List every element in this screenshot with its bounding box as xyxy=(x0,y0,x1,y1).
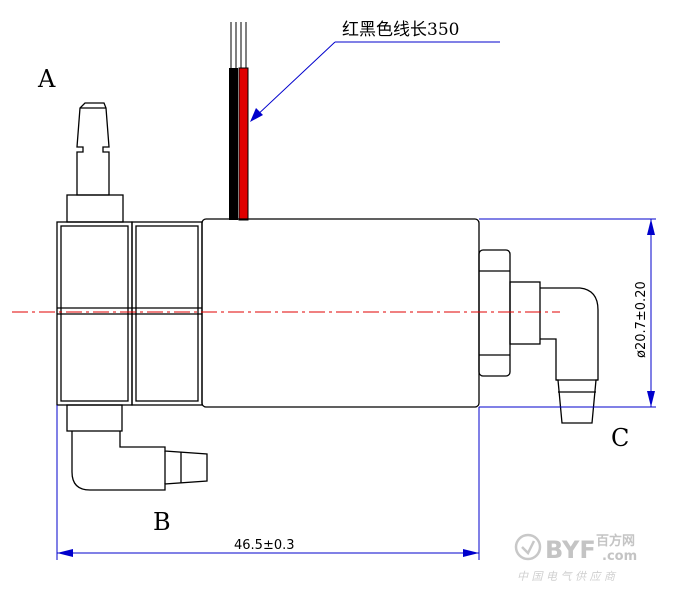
watermark-brand-cn: 百方网 xyxy=(596,533,635,549)
port-c-label: C xyxy=(611,424,629,452)
port-a-label: A xyxy=(37,65,56,93)
watermark-logo-icon xyxy=(514,533,542,561)
watermark-tagline: 中 国 电 气 供 应 商 xyxy=(517,570,617,583)
watermark-brand: BYF xyxy=(545,536,596,564)
valve-body-left xyxy=(56,221,203,406)
wire-note: 红黑色线长350 xyxy=(342,20,459,40)
diameter-dimension xyxy=(479,218,656,408)
wire-note-leader xyxy=(250,41,500,122)
length-dimension xyxy=(56,405,480,560)
diameter-label: ø20.7±0.20 xyxy=(634,281,649,358)
watermark-domain: .com xyxy=(602,549,637,564)
lead-wires xyxy=(229,22,249,221)
port-a-fitting xyxy=(66,102,124,223)
port-b-label: B xyxy=(153,508,171,536)
black-wire xyxy=(229,68,238,220)
watermark: BYF 百方网 .com 中 国 电 气 供 应 商 xyxy=(514,533,637,583)
port-b-fitting xyxy=(66,404,208,491)
length-label: 46.5±0.3 xyxy=(234,538,295,553)
port-c-fitting xyxy=(478,249,599,424)
red-wire xyxy=(238,67,249,221)
coil-housing xyxy=(201,218,480,408)
